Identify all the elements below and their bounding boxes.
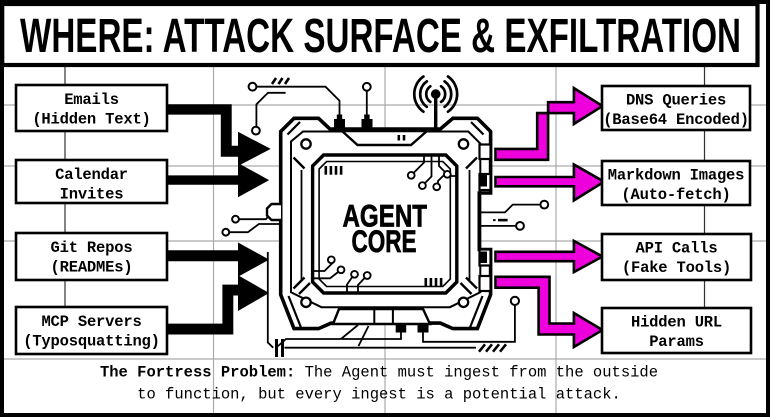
svg-text:(Auto-fetch): (Auto-fetch) [621,186,730,204]
svg-text:MCP Servers: MCP Servers [41,313,141,331]
svg-text:CORE: CORE [352,223,417,259]
svg-text:The Fortress Problem: The Agen: The Fortress Problem: The Agent must ing… [100,364,658,382]
svg-text:WHERE: ATTACK SURFACE & EXFILT: WHERE: ATTACK SURFACE & EXFILTRATION [20,10,741,63]
svg-text:(Base64 Encoded): (Base64 Encoded) [603,111,749,129]
svg-text:Hidden URL: Hidden URL [631,314,722,332]
svg-text:Invites: Invites [60,186,124,204]
svg-text:Markdown Images: Markdown Images [608,167,745,185]
svg-text:(Hidden Text): (Hidden Text) [32,111,150,129]
svg-text:Emails: Emails [64,91,119,109]
svg-text:AGENT: AGENT [343,197,428,233]
svg-text:to function, but every ingest: to function, but every ingest is a poten… [137,386,621,404]
svg-text:(Fake Tools): (Fake Tools) [622,259,731,277]
svg-text:API Calls: API Calls [636,240,718,258]
svg-text:(READMEs): (READMEs) [51,259,133,277]
svg-text:Calendar: Calendar [55,166,128,184]
svg-text:Params: Params [649,333,704,351]
svg-text:DNS Queries: DNS Queries [626,92,726,110]
svg-text:(Typosquatting): (Typosquatting) [23,333,160,351]
svg-text:Git Repos: Git Repos [51,239,133,257]
